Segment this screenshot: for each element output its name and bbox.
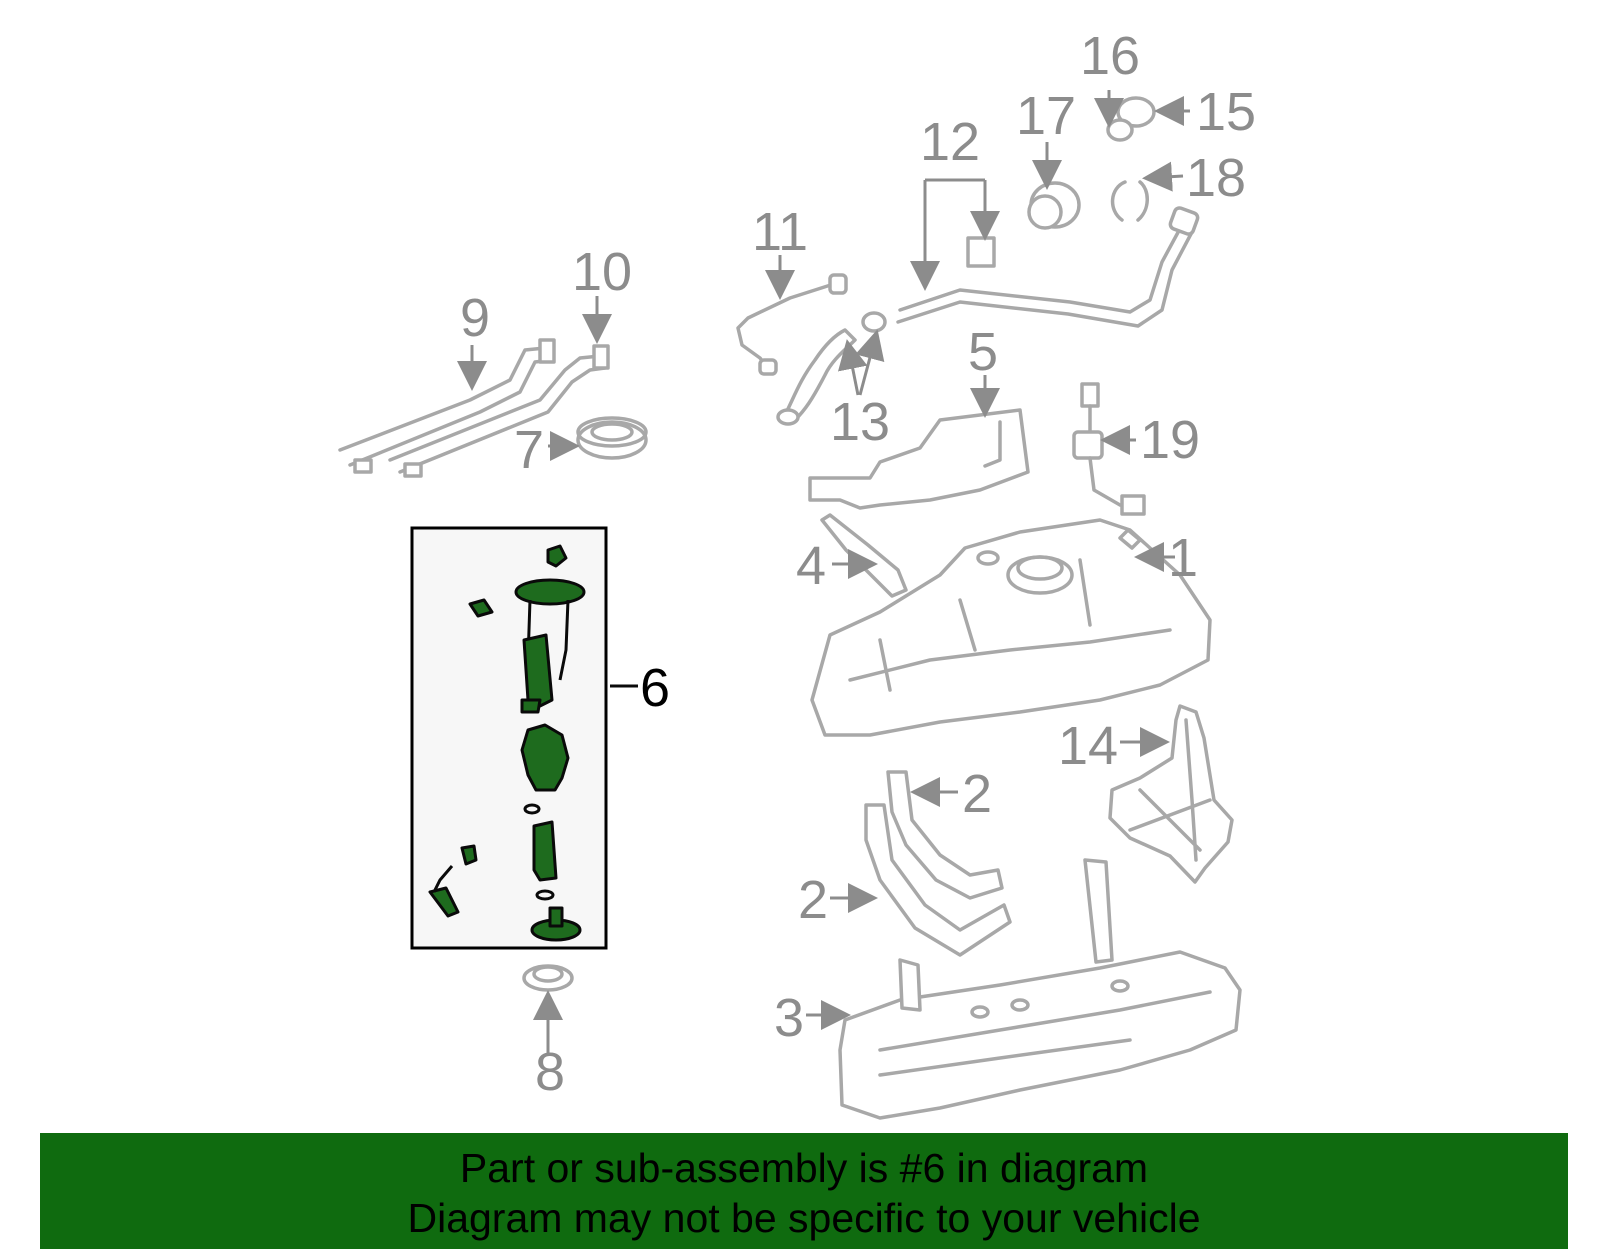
callout-13[interactable]: 13	[830, 392, 890, 452]
fuel-tank-part	[810, 518, 1212, 737]
fuel-sender-part	[1072, 382, 1146, 516]
callout-15[interactable]: 15	[1196, 82, 1256, 142]
lock-ring-part	[522, 964, 574, 992]
skid-plate-part	[838, 858, 1242, 1120]
tank-strap-part	[864, 770, 1012, 957]
banner-line-1: Part or sub-assembly is #6 in diagram	[459, 1145, 1149, 1191]
callout-16[interactable]: 16	[1080, 26, 1140, 86]
banner-line-2: Diagram may not be specific to your vehi…	[407, 1195, 1201, 1241]
callout-17[interactable]: 17	[1016, 86, 1076, 146]
fuel-lines-part	[338, 338, 610, 478]
callout-3[interactable]: 3	[774, 988, 804, 1048]
fuel-pump-assembly-box[interactable]	[410, 526, 608, 950]
callout-7[interactable]: 7	[514, 420, 544, 480]
callout-5[interactable]: 5	[968, 322, 998, 382]
callout-6[interactable]: 6	[640, 658, 670, 718]
info-banner: Part or sub-assembly is #6 in diagram Di…	[40, 1133, 1568, 1249]
callout-9[interactable]: 9	[460, 288, 490, 348]
callout-10[interactable]: 10	[572, 242, 632, 302]
callout-1[interactable]: 1	[1168, 528, 1198, 588]
bracket-part	[820, 513, 908, 598]
callout-2-upper[interactable]: 2	[962, 764, 992, 824]
callout-8[interactable]: 8	[535, 1042, 565, 1102]
callout-11[interactable]: 11	[752, 202, 808, 262]
heat-shield-part	[808, 408, 1030, 510]
callout-19[interactable]: 19	[1140, 410, 1200, 470]
callout-4[interactable]: 4	[796, 536, 826, 596]
tank-shield-part	[1108, 704, 1234, 884]
callout-18[interactable]: 18	[1186, 148, 1246, 208]
callout-14[interactable]: 14	[1058, 716, 1118, 776]
callout-12[interactable]: 12	[920, 112, 980, 172]
gasket-ring-part	[576, 416, 648, 460]
callout-2-lower[interactable]: 2	[798, 870, 828, 930]
